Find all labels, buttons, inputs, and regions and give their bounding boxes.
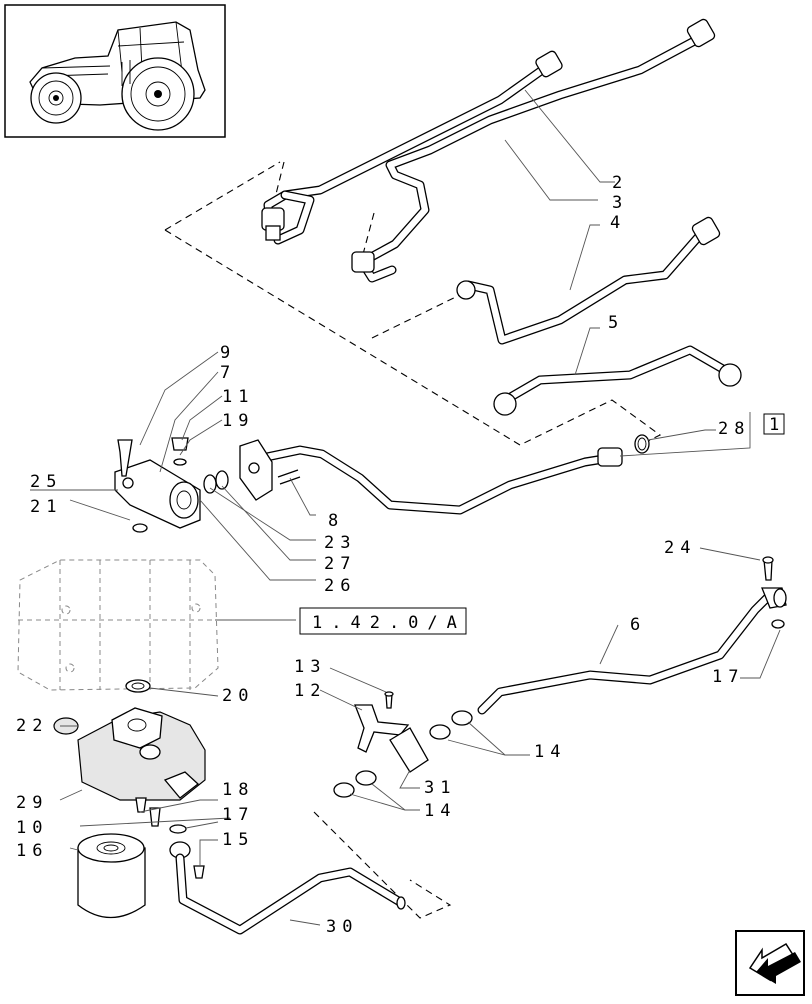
- filter-adapter: [114, 437, 229, 533]
- clamps-and-hose: [333, 691, 473, 798]
- callout-28-box: [763, 413, 785, 435]
- callout-17-right: 17: [712, 667, 744, 687]
- callout-29: 29: [16, 793, 48, 813]
- callout-3: 3: [612, 193, 628, 213]
- callout-20: 20: [222, 686, 254, 706]
- callout-15: 15: [222, 830, 254, 850]
- small-screws: [135, 797, 205, 879]
- pipe-5: [493, 345, 742, 416]
- callout-11: 11: [222, 387, 254, 407]
- pipe-3: [351, 18, 716, 283]
- filter-cartridge-16: [77, 833, 146, 918]
- callout-31: 31: [424, 778, 456, 798]
- previous-page-button[interactable]: [735, 930, 805, 996]
- pump-ghost: [17, 559, 219, 691]
- ref-label: 1.42.0/A: [312, 613, 466, 633]
- arrow-left-down-icon: [748, 942, 801, 984]
- callout-22: 22: [16, 716, 48, 736]
- pipe-2: [261, 50, 563, 245]
- callout-9: 9: [220, 343, 236, 363]
- callout-30: 30: [326, 917, 358, 937]
- callout-13: 13: [294, 657, 326, 677]
- tractor-thumbnail: [4, 4, 226, 138]
- callout-28: 28: [718, 419, 750, 439]
- callout-17-left: 17: [222, 805, 254, 825]
- callout-4: 4: [610, 213, 626, 233]
- callout-2: 2: [612, 173, 628, 193]
- callout-25: 25: [30, 472, 62, 492]
- callout-21: 21: [30, 497, 62, 517]
- callout-12: 12: [294, 681, 326, 701]
- callout-24: 24: [664, 538, 696, 558]
- callout-19: 19: [222, 411, 254, 431]
- callout-10: 10: [16, 818, 48, 838]
- callout-16: 16: [16, 841, 48, 861]
- callout-6: 6: [630, 615, 646, 635]
- filter-housing-29: [53, 679, 206, 801]
- callout-18: 18: [222, 780, 254, 800]
- pipe-6: [477, 556, 787, 715]
- pipe-8-return: [239, 434, 650, 515]
- callout-23: 23: [324, 533, 356, 553]
- pipe-4: [456, 216, 721, 345]
- callout-8: 8: [328, 511, 344, 531]
- pipe-30: [175, 853, 406, 935]
- ref-box: [299, 607, 467, 635]
- callout-26: 26: [324, 576, 356, 596]
- callout-27: 27: [324, 554, 356, 574]
- callout-28-box-label: 1: [769, 415, 779, 435]
- leader-lines: [30, 89, 781, 926]
- callout-5: 5: [608, 313, 624, 333]
- callout-14-lower: 14: [424, 801, 456, 821]
- callout-7: 7: [220, 363, 236, 383]
- callout-14-upper: 14: [534, 742, 566, 762]
- callout-labels: 2 3 4 5 9 7 11 19 28 1 25 21 8 23 27 26 …: [16, 173, 785, 937]
